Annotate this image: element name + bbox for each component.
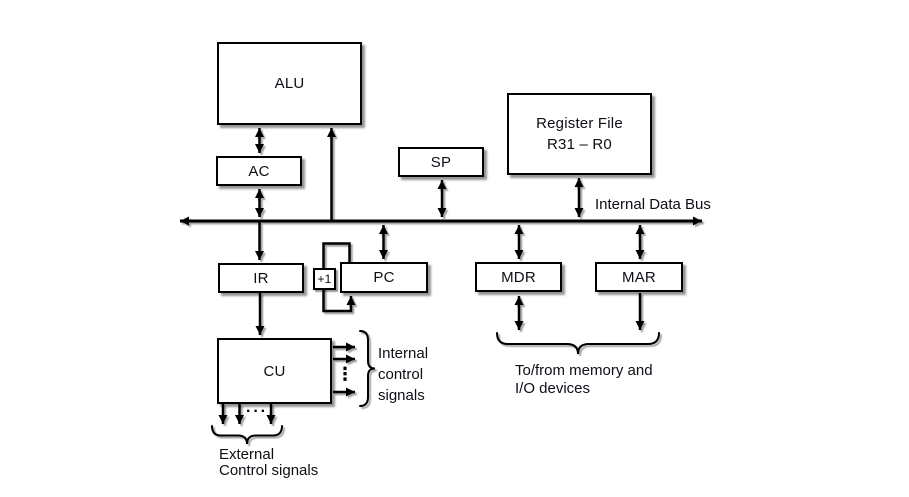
- internal-control-line2: control: [378, 366, 424, 383]
- mdr-label: MDR: [501, 268, 536, 286]
- ir-block: IR: [218, 263, 304, 293]
- memory-io-brace: [496, 332, 660, 355]
- memory-io-line2: I/O devices: [515, 380, 591, 397]
- ac-label: AC: [248, 162, 270, 180]
- mar-label: MAR: [622, 268, 656, 286]
- ac-block: AC: [216, 156, 302, 186]
- internal-signals-brace: [359, 330, 376, 407]
- sp-block: SP: [398, 147, 484, 177]
- internal-control-line3: signals: [378, 387, 425, 404]
- memory-io-label: To/from memory and I/O devices: [515, 362, 653, 398]
- internal-control-line1: Internal: [378, 345, 429, 362]
- mdr-block: MDR: [475, 262, 562, 292]
- alu-label: ALU: [274, 75, 305, 92]
- mar-block: MAR: [595, 262, 683, 292]
- register-file-label-line2: R31 – R0: [547, 136, 612, 153]
- increment-label: +1: [317, 272, 332, 286]
- external-control-line1: External: [219, 446, 275, 463]
- vertical-ellipsis-icon: ⋮: [336, 364, 354, 384]
- register-file-label-line1: Register File: [536, 115, 623, 132]
- pc-block: PC: [340, 262, 428, 293]
- internal-control-signals-label: Internal control signals: [378, 343, 428, 406]
- external-control-line2: Control signals: [219, 462, 319, 479]
- external-control-signals-label: External Control signals: [219, 447, 318, 479]
- memory-io-line1: To/from memory and: [515, 362, 653, 379]
- external-signals-brace: [211, 425, 283, 445]
- cu-block: CU: [217, 338, 332, 404]
- ir-label: IR: [253, 269, 269, 287]
- internal-data-bus-label: Internal Data Bus: [595, 196, 711, 213]
- increment-block: +1: [313, 268, 336, 290]
- cu-label: CU: [263, 362, 286, 380]
- sp-label: SP: [430, 153, 452, 171]
- pc-label: PC: [373, 269, 395, 286]
- alu-block: ALU: [217, 42, 362, 125]
- horizontal-ellipsis-icon: ···: [246, 403, 268, 420]
- register-file-block: Register File R31 – R0: [507, 93, 652, 175]
